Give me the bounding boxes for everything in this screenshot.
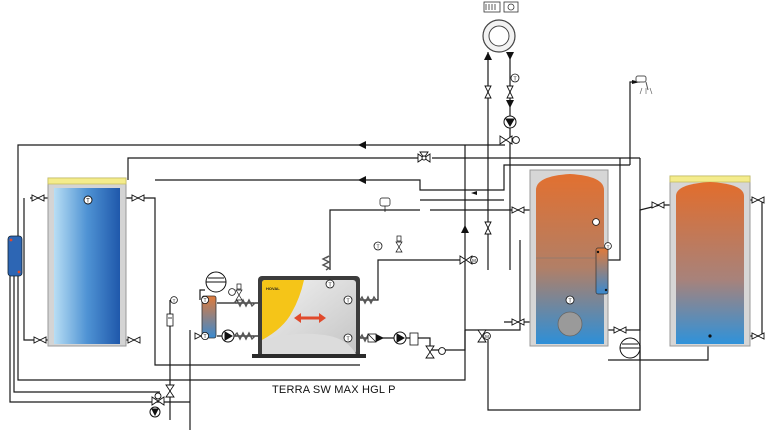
fan-coil-unit: [482, 19, 516, 53]
mixing-valve-icon: M: [459, 255, 478, 265]
gate-valve-icon: [33, 336, 47, 344]
mixing-valve-icon: [499, 135, 520, 145]
temperature-sensor-icon: T: [604, 242, 612, 250]
strainer-icon: [409, 332, 419, 346]
fan-icon: [503, 1, 519, 13]
temperature-sensor-icon: T: [170, 296, 178, 304]
flow-arrow-icon: [484, 52, 492, 60]
heat-exchanger-icon: [201, 295, 217, 339]
temperature-sensor-icon: T: [200, 331, 209, 340]
svg-text:T: T: [607, 244, 610, 249]
radiator-icon: [483, 1, 501, 13]
gate-valve-icon: [131, 194, 145, 202]
buffer-tank: [669, 175, 751, 347]
flow-arrow-icon: [471, 191, 477, 195]
svg-text:T: T: [173, 298, 176, 303]
svg-text:T: T: [346, 337, 350, 343]
svg-text:M: M: [485, 334, 489, 339]
temperature-sensor-icon: T: [343, 295, 353, 305]
svg-text:T: T: [86, 199, 90, 205]
gate-valve-icon: [751, 196, 765, 204]
flow-arrow-icon: [632, 80, 640, 84]
svg-text:T: T: [346, 299, 350, 305]
flow-arrows: [358, 52, 640, 233]
air-vent-icon: [379, 197, 391, 212]
gate-valve-icon: [127, 336, 141, 344]
flow-arrow-icon: [461, 225, 469, 233]
gate-valve-icon: [511, 318, 525, 326]
temperature-sensor-icon: T: [565, 295, 575, 305]
pump-icon: [503, 115, 517, 129]
gate-valve-icon: [511, 206, 525, 214]
temperature-sensor-icon: T: [200, 295, 209, 304]
mixing-valve-icon: M: [477, 329, 491, 343]
gate-valve-icon: [651, 201, 665, 209]
gate-valve-icon: [484, 221, 492, 235]
strainer-icon: [367, 333, 377, 343]
heatpump-brand-label: HOVAL: [266, 286, 280, 291]
gate-valves: [31, 85, 765, 398]
temperature-sensor-icon: T: [510, 73, 520, 83]
expansion-vessel-icon: [619, 337, 641, 359]
gate-valve-icon: [506, 85, 514, 99]
svg-text:T: T: [328, 283, 332, 289]
expansion-vessel-icon: [205, 271, 227, 293]
expansion-vessels: [205, 271, 641, 359]
temperature-sensor-icon: T: [83, 195, 93, 205]
pump-icon: [221, 329, 235, 343]
heat-exchanger-icon: [595, 247, 609, 295]
mixing-valve-icon: [151, 392, 165, 406]
check-valve-icon: [376, 100, 514, 342]
temperature-sensor-icon: T: [343, 333, 353, 343]
svg-text:T: T: [568, 299, 572, 305]
temperature-sensor-icon: [592, 218, 600, 226]
heat-pump-direction-arrow: [294, 313, 326, 323]
mixing-valve-icon: [417, 151, 431, 163]
svg-text:T: T: [203, 334, 206, 340]
cold-storage-tank: [47, 177, 127, 347]
pump-icon: [393, 331, 407, 345]
flow-arrow-icon: [358, 141, 366, 149]
gate-valve-icon: [484, 85, 492, 99]
flow-arrow-icon: [358, 176, 366, 184]
air-vent-icon: [395, 235, 403, 253]
temperature-sensor-icon: T: [325, 279, 335, 289]
strainer-icon: [166, 313, 174, 327]
heat-exchanger-icon: [7, 235, 23, 277]
flow-arrow-icon: [506, 52, 514, 60]
gate-valve-icon: [165, 384, 175, 398]
mixing-valves: M M: [151, 135, 520, 406]
svg-text:T: T: [376, 245, 379, 251]
gate-valve-icon: [751, 332, 765, 340]
temperature-gauge-icon: [228, 288, 236, 296]
system-caption: TERRA SW MAX HGL P: [272, 384, 396, 396]
svg-text:T: T: [203, 298, 206, 304]
hot-storage-tank: [529, 169, 609, 347]
shower-icon: [635, 75, 653, 95]
gate-valve-icon: [613, 326, 627, 334]
temperature-gauge-icon: T: [373, 241, 383, 251]
air-vent-icon: [235, 283, 243, 301]
pump-icon: [149, 406, 161, 418]
svg-text:M: M: [472, 258, 476, 263]
gate-valve-icon: [31, 194, 45, 202]
svg-text:T: T: [513, 77, 517, 83]
mixing-valve-icon: [425, 345, 446, 359]
